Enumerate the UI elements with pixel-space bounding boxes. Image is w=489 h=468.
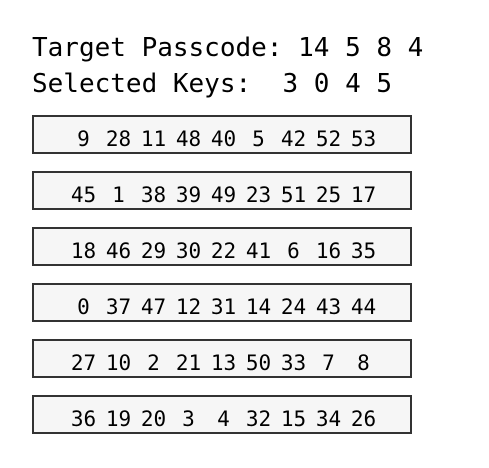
keypad-key[interactable]: 4 [217,407,230,431]
keypad-key[interactable]: 34 [315,407,342,431]
keypad-key[interactable]: 14 [245,295,272,319]
keypad-key[interactable]: 53 [350,127,377,151]
selected-keys-label: Selected Keys: [32,69,252,99]
keypad-row: 0 37 47 12 31 14 24 43 44 [32,283,412,322]
target-passcode-line: Target Passcode: 14 5 8 4 [32,33,423,63]
keypad-key[interactable]: 45 [70,183,97,207]
keypad-key[interactable]: 1 [112,183,125,207]
selected-keys-line: Selected Keys: 3 0 4 5 [32,69,392,99]
keypad-key[interactable]: 22 [210,239,237,263]
keypad-key[interactable]: 46 [105,239,132,263]
keypad-row: 18 46 29 30 22 41 6 16 35 [32,227,412,266]
keypad-key[interactable]: 43 [315,295,342,319]
keypad-key[interactable]: 17 [350,183,377,207]
keypad-key[interactable]: 52 [315,127,342,151]
keypad-key[interactable]: 2 [147,351,160,375]
keypad-key[interactable]: 41 [245,239,272,263]
keypad-key[interactable]: 26 [350,407,377,431]
keypad-key[interactable]: 47 [140,295,167,319]
keypad-key[interactable]: 40 [210,127,237,151]
keypad-key[interactable]: 39 [175,183,202,207]
keypad-key[interactable]: 35 [350,239,377,263]
keypad-key[interactable]: 37 [105,295,132,319]
keypad-key[interactable]: 10 [105,351,132,375]
keypad-key[interactable]: 5 [252,127,265,151]
keypad-key[interactable]: 51 [280,183,307,207]
keypad-key[interactable]: 28 [105,127,132,151]
keypad-key[interactable]: 36 [70,407,97,431]
keypad-key[interactable]: 7 [322,351,335,375]
keypad-key[interactable]: 27 [70,351,97,375]
keypad-key[interactable]: 11 [140,127,167,151]
keypad-key[interactable]: 3 [182,407,195,431]
keypad-key[interactable]: 24 [280,295,307,319]
keypad-key[interactable]: 8 [357,351,370,375]
keypad-key[interactable]: 21 [175,351,202,375]
keypad-key[interactable]: 16 [315,239,342,263]
keypad-key[interactable]: 20 [140,407,167,431]
keypad-key[interactable]: 12 [175,295,202,319]
keypad-key[interactable]: 30 [175,239,202,263]
keypad-key[interactable]: 42 [280,127,307,151]
selected-keys-value: 3 0 4 5 [282,69,393,99]
keypad-key[interactable]: 6 [287,239,300,263]
keypad-key[interactable]: 19 [105,407,132,431]
keypad-row: 9 28 11 48 40 5 42 52 53 [32,115,412,154]
keypad-key[interactable]: 0 [77,295,90,319]
keypad-key[interactable]: 15 [280,407,307,431]
keypad-key[interactable]: 50 [245,351,272,375]
keypad-key[interactable]: 49 [210,183,237,207]
keypad-key[interactable]: 29 [140,239,167,263]
keypad-key[interactable]: 31 [210,295,237,319]
keypad-key[interactable]: 33 [280,351,307,375]
target-passcode-value: 14 5 8 4 [298,33,424,63]
keypad-key[interactable]: 32 [245,407,272,431]
keypad-key[interactable]: 13 [210,351,237,375]
target-passcode-label: Target Passcode: [32,33,283,63]
keypad-key[interactable]: 38 [140,183,167,207]
keypad-key[interactable]: 18 [70,239,97,263]
keypad-key[interactable]: 44 [350,295,377,319]
keypad-key[interactable]: 9 [77,127,90,151]
keypad-key[interactable]: 48 [175,127,202,151]
keypad-key[interactable]: 23 [245,183,272,207]
keypad-row: 45 1 38 39 49 23 51 25 17 [32,171,412,210]
keypad-key[interactable]: 25 [315,183,342,207]
